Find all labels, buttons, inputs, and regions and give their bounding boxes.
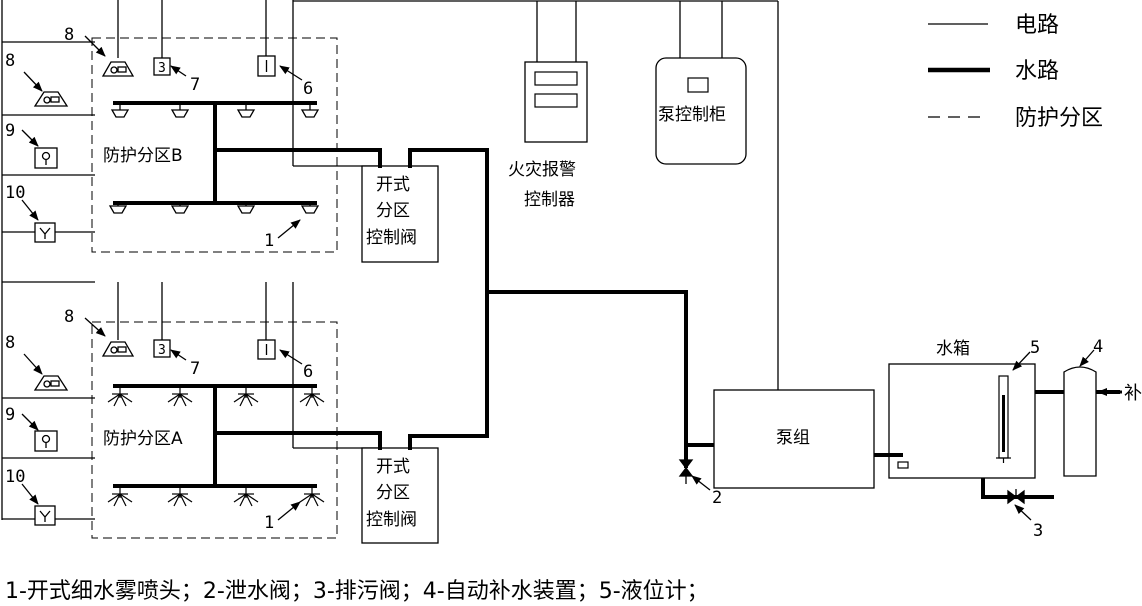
reference-numbers: 8 7 6 8 9 10 1 8 7 6 8 9 10 1 2 3 4 5 [5,25,1103,541]
nozzle [236,103,256,118]
alarm-bell-icon [34,147,58,169]
legend-electric-label: 电路 [1015,13,1059,38]
svg-text:3: 3 [158,343,166,358]
tank-label: 水箱 [936,339,970,359]
zone-b-label: 防护分区B [103,146,183,166]
drain-valve-icon [678,459,694,484]
fire-alarm-line1: 火灾报警 [508,160,576,180]
smoke-detector-icon: 3 [153,57,171,76]
heat-detector-icon [257,339,276,360]
num-1: 1 [264,513,274,533]
legend: 电路 水路 防护分区 [928,13,1103,131]
manual-button-icon [34,505,56,526]
sound-light-alarm-icon [33,375,69,391]
zone-a-nozzles [107,386,325,507]
supply-text: 补 [1124,383,1142,404]
spray-nozzle [299,386,325,407]
pump-cabinet-label: 泵控制柜 [658,105,726,125]
spray-nozzle [233,486,259,507]
legend-water-label: 水路 [1015,59,1059,84]
fire-alarm-controller: 火灾报警 控制器 [508,61,588,210]
auto-refill-device [1063,366,1097,477]
valve-b-line2: 分区 [376,201,410,221]
num-8: 8 [5,333,15,353]
zone-valve-b: 开式 分区 控制阀 [361,165,439,263]
valve-a-line2: 分区 [376,483,410,503]
nozzle [300,203,320,214]
nozzle [108,203,128,214]
devices: 3 3 [33,55,276,526]
sound-light-alarm-icon [101,61,135,77]
nozzle [236,203,256,214]
num-8: 8 [64,307,74,327]
num-3: 3 [1033,521,1043,541]
zone-a: 防护分区A [91,321,338,539]
nozzle [170,203,190,214]
spray-nozzle [299,486,325,507]
num-5: 5 [1030,338,1040,358]
num-4: 4 [1093,337,1103,357]
sewage-valve-icon [1007,489,1025,505]
spray-nozzle [233,386,259,407]
num-6: 6 [303,79,313,99]
spray-nozzle [167,486,193,507]
spray-nozzle [107,386,133,407]
valve-a-line1: 开式 [376,457,410,477]
leader-arrows [21,35,1095,521]
zone-b: 防护分区B [91,37,338,253]
spray-nozzle [167,386,193,407]
num-6: 6 [303,362,313,382]
zone-a-label: 防护分区A [103,429,183,449]
heat-detector-icon [257,55,276,77]
water-tank: 水箱 [874,339,1036,479]
num-2: 2 [712,488,722,508]
zone-b-nozzles [108,103,320,214]
valve-a-line3: 控制阀 [366,510,417,530]
svg-text:3: 3 [158,61,166,76]
alarm-bell-icon [34,430,58,452]
spray-nozzle [107,486,133,507]
nozzle [300,103,320,118]
zone-valve-a: 开式 分区 控制阀 [361,447,439,544]
legend-zone-label: 防护分区 [1015,106,1103,131]
num-10: 10 [5,467,25,487]
valve-b-line1: 开式 [376,175,410,195]
valve-pipe-stubs [378,150,412,450]
sound-light-alarm-icon [33,91,69,107]
manual-button-icon [34,222,56,243]
num-1: 1 [264,231,274,251]
pump-control-cabinet: 泵控制柜 [655,57,747,165]
num-8: 8 [64,25,74,45]
valve-b-line3: 控制阀 [366,228,417,248]
nozzle [170,103,190,118]
level-gauge-icon [996,375,1011,463]
num-8: 8 [5,51,15,71]
sound-light-alarm-icon [101,341,135,357]
pump-group-label: 泵组 [776,428,810,448]
fire-alarm-line2: 控制器 [524,190,575,210]
num-10: 10 [5,183,25,203]
smoke-detector-icon: 3 [153,339,171,358]
num-7: 7 [190,75,200,95]
pump-group: 泵组 [713,389,875,489]
footnote: 1-开式细水雾喷头；2-泄水阀；3-排污阀；4-自动补水装置；5-液位计； [5,579,709,604]
nozzle [110,103,130,118]
num-9: 9 [5,121,15,141]
num-9: 9 [5,405,15,425]
num-7: 7 [190,359,200,379]
